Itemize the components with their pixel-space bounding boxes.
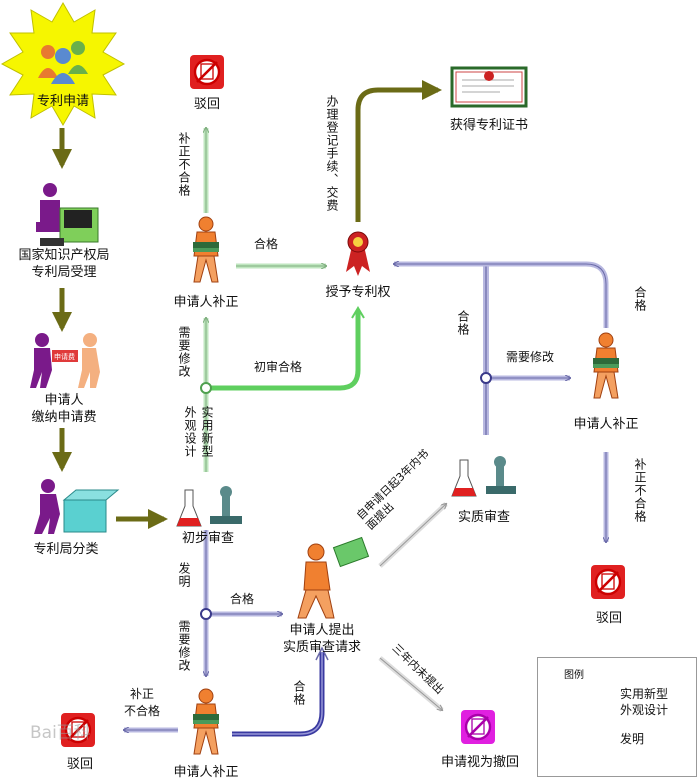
- supplement-top-label: 申请人补正: [173, 295, 239, 310]
- edge-ok-mid: 合格: [456, 310, 470, 336]
- pay-fee-label: 申请人 缴纳申请费: [31, 393, 97, 425]
- withdrawn-icon: [461, 710, 495, 744]
- request-exam-label: 申请人提出 实质审查请求: [282, 623, 362, 655]
- edge-register-fee: 办理登记手续、交费: [325, 95, 339, 212]
- legend-title: 图例: [564, 670, 584, 681]
- apply-label: 专利申请: [36, 94, 90, 109]
- stop-icon: [589, 563, 627, 601]
- watermark: Bai百科: [30, 723, 91, 743]
- supplement-right-person-icon: [592, 332, 620, 399]
- supplement-right-label: 申请人补正: [573, 417, 639, 432]
- edge-supp-fail-bottom: 补正 不合格: [123, 687, 161, 718]
- request-exam-person-icon: [297, 536, 370, 619]
- apply-starburst-icon: [0, 2, 126, 126]
- reject-top-label: 驳回: [193, 97, 221, 112]
- supplement-bottom-person-icon: [192, 688, 220, 755]
- legend-box: 图例 实用新型 外观设计 发明: [537, 657, 697, 777]
- classify-worker-icon: [34, 479, 120, 534]
- lab-flask-icon-prelim: [176, 486, 242, 527]
- fee-slip-label: 申请费: [54, 353, 75, 361]
- office-clerk-icon: [36, 183, 99, 246]
- blue-arrows: [124, 262, 606, 737]
- legend-utility: 实用新型 外观设计: [620, 687, 669, 717]
- edge-ok-right: 合格: [633, 286, 647, 312]
- olive-arrows: [52, 80, 442, 529]
- stop-icon: [188, 53, 226, 91]
- supplement-top-person-icon: [192, 216, 220, 283]
- substantive-label: 实质审查: [457, 510, 511, 525]
- certificate-icon: [450, 66, 528, 108]
- office-accept-label: 国家知识产权局 专利局受理: [18, 248, 110, 280]
- edge-need-modify-right: 需要修改: [506, 350, 555, 364]
- supplement-bottom-label: 申请人补正: [173, 765, 239, 780]
- legend-invention: 发明: [620, 732, 645, 746]
- edge-ok-top: 合格: [254, 237, 279, 251]
- edge-need-modify-bottom: 需要修改: [177, 620, 191, 672]
- prelim-label: 初步审查: [181, 531, 235, 546]
- grant-ribbon-icon: [346, 231, 370, 276]
- gray-arrows: [378, 502, 446, 712]
- lab-flask-icon-substantive: [451, 456, 516, 497]
- edge-supp-fail-top: 补正不合格: [177, 132, 191, 197]
- reject-right-label: 驳回: [595, 611, 623, 626]
- pay-fee-people-icon: [30, 333, 100, 388]
- withdrawn-label: 申请视为撤回: [440, 755, 520, 770]
- edge-utility-design: 实用新型外观设计: [183, 406, 214, 458]
- certificate-label: 获得专利证书: [449, 118, 529, 133]
- edge-ok-bottom: 合格: [292, 680, 306, 706]
- edge-supp-fail-right: 补正不合格: [633, 458, 647, 523]
- reject-bottom-label: 驳回: [66, 757, 94, 772]
- edge-prelim-ok: 初审合格: [254, 360, 303, 374]
- classify-label: 专利局分类: [33, 542, 99, 557]
- grant-label: 授予专利权: [325, 285, 391, 300]
- edge-need-modify-left: 需要修改: [177, 326, 191, 378]
- edge-invention: 发明: [177, 562, 191, 588]
- green-arrows: [200, 128, 365, 472]
- edge-ok-request: 合格: [230, 592, 255, 606]
